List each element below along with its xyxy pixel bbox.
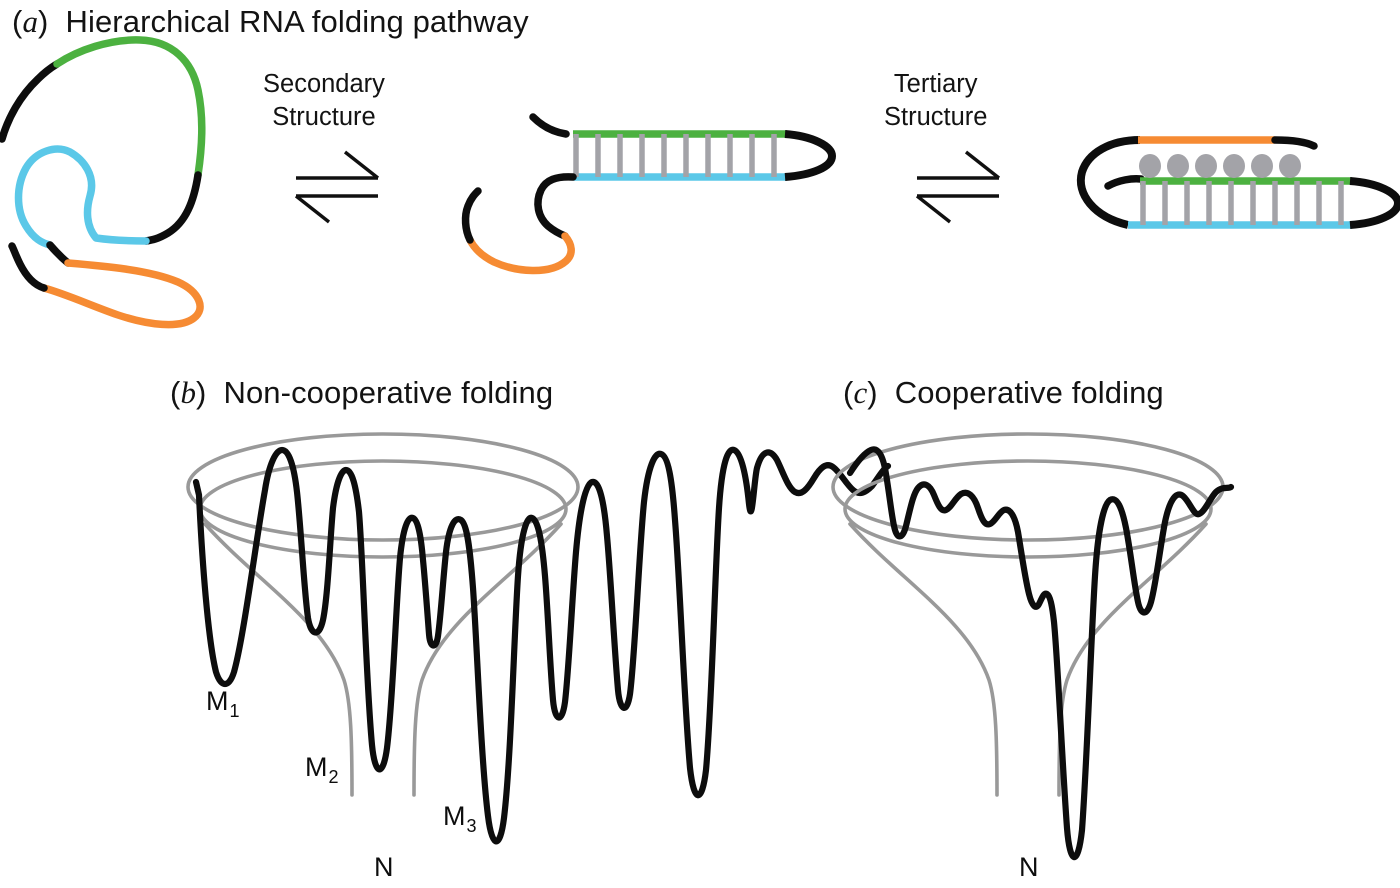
- coil-segment-black-5prime: [0, 60, 61, 143]
- funnel-inner-ellipse-c: [843, 459, 1213, 559]
- energy-landscape-curve-b: [192, 446, 892, 845]
- coil-segment-black-connector-1: [142, 171, 202, 245]
- panel-a-title: Hierarchical RNA folding pathway: [65, 4, 529, 39]
- panel-c-funnel: [831, 432, 1235, 861]
- tertiary-loop-right: [1349, 177, 1400, 229]
- coil-segment-cyan: [14, 145, 150, 249]
- hairpin-orange-tail: [466, 232, 575, 275]
- tertiary-structure: [1076, 136, 1400, 229]
- tertiary-contact-dots: [1139, 154, 1301, 178]
- minimum-label-n-panel-b: N: [374, 852, 394, 882]
- panel-c-title: Cooperative folding: [894, 375, 1164, 410]
- hairpin-loop-right: [784, 130, 836, 181]
- minimum-label-m2: M2: [305, 752, 339, 787]
- secondary-hairpin-structure: [461, 113, 836, 275]
- tertiary-black-tail-upper: [1271, 136, 1318, 150]
- hairpin-basepair-rungs: [573, 134, 777, 177]
- minimum-label-m3: M3: [443, 801, 477, 836]
- hairpin-black-tail-lower: [461, 187, 482, 244]
- secondary-label-line1: Secondary: [263, 70, 385, 98]
- tertiary-label-line2: Structure: [884, 102, 988, 131]
- hairpin-black-tail-upper: [529, 113, 570, 138]
- hairpin-black-linker: [534, 173, 577, 240]
- tertiary-structure-transition-label: Tertiary Structure: [884, 68, 987, 133]
- panel-a-heading: (a) Hierarchical RNA folding pathway: [12, 4, 529, 40]
- funnel-right-wall-b: [412, 522, 563, 797]
- panel-c-letter: (c): [843, 375, 878, 410]
- coil-segment-black-connector-2: [46, 241, 72, 267]
- equilibrium-arrows-tertiary-icon: [915, 150, 1001, 224]
- energy-landscape-curve-c: [846, 446, 1235, 861]
- coil-segment-orange: [40, 259, 204, 329]
- unfolded-coil-structure: [0, 36, 206, 329]
- coil-segment-black-3prime: [8, 242, 48, 292]
- panel-b-funnel: [186, 432, 892, 845]
- minimum-label-n-panel-c: N: [1019, 852, 1039, 882]
- coil-segment-green: [53, 36, 206, 179]
- funnel-rim-ellipse-b: [186, 432, 580, 542]
- panel-b-heading: (b) Non-cooperative folding: [170, 375, 553, 411]
- panel-b-title: Non-cooperative folding: [223, 375, 554, 410]
- tertiary-black-backbone-loop: [1076, 136, 1141, 229]
- panel-c-heading: (c) Cooperative folding: [843, 375, 1164, 411]
- secondary-label-line2: Structure: [272, 102, 376, 131]
- tertiary-label-line1: Tertiary: [893, 70, 978, 98]
- panel-b-letter: (b): [170, 375, 207, 410]
- panel-a-letter: (a): [12, 4, 49, 39]
- tertiary-black-hook: [1104, 175, 1145, 190]
- secondary-structure-transition-label: Secondary Structure: [263, 68, 385, 133]
- tertiary-basepair-rungs: [1140, 181, 1344, 225]
- minimum-label-m1: M1: [206, 686, 240, 721]
- funnel-left-wall-b: [203, 522, 354, 797]
- funnel-left-wall-c: [848, 522, 999, 797]
- equilibrium-arrows-secondary-icon: [294, 150, 380, 224]
